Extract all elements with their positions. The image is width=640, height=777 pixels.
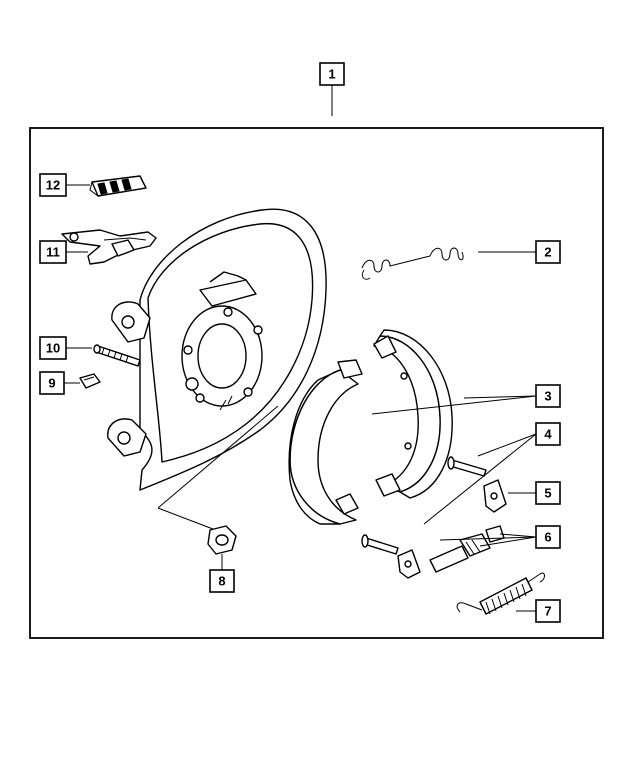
callout-2-label: 2	[544, 245, 551, 260]
part-7-spring	[456, 572, 545, 615]
part-5-clips	[397, 479, 507, 579]
callout-11-label: 11	[46, 245, 60, 260]
part-4-pins	[361, 456, 487, 555]
callout-2[interactable]: 2	[535, 240, 561, 264]
callout-11[interactable]: 11	[39, 240, 67, 264]
part-2-spring	[361, 247, 464, 280]
callout-3-label: 3	[544, 389, 551, 404]
callout-7-label: 7	[544, 604, 551, 619]
callout-5[interactable]: 5	[535, 481, 561, 505]
callout-5-label: 5	[544, 486, 551, 501]
leader-6a	[499, 533, 537, 538]
leader-6c	[439, 536, 537, 541]
callout-9-label: 9	[48, 376, 55, 391]
backing-plate	[107, 208, 327, 491]
leader-4a	[477, 433, 537, 457]
part-6-adjuster	[429, 525, 505, 573]
callout-8[interactable]: 8	[209, 569, 235, 593]
callout-6[interactable]: 6	[535, 525, 561, 549]
assembly-frame	[29, 127, 604, 639]
leader-3b	[463, 395, 537, 399]
leader-6b	[479, 536, 537, 547]
callout-1-label: 1	[328, 67, 335, 82]
callout-12-label: 12	[46, 178, 60, 193]
part-3-shoes	[288, 329, 453, 525]
callout-12[interactable]: 12	[39, 173, 67, 197]
part-11-lever	[61, 229, 157, 265]
part-10-screw	[93, 344, 141, 367]
callout-10-label: 10	[46, 341, 60, 356]
callout-4-label: 4	[544, 427, 552, 442]
callout-1[interactable]: 1	[319, 62, 345, 86]
callout-3[interactable]: 3	[535, 384, 561, 408]
part-12-clips	[89, 175, 147, 197]
part-8-nut	[207, 525, 237, 555]
callout-7[interactable]: 7	[535, 599, 561, 623]
part-9-plug	[79, 373, 101, 389]
callout-10[interactable]: 10	[39, 336, 67, 360]
callout-8-label: 8	[218, 574, 225, 589]
callout-9[interactable]: 9	[39, 371, 65, 395]
callout-6-label: 6	[544, 530, 551, 545]
callout-4[interactable]: 4	[535, 422, 561, 446]
leader-8b	[157, 405, 279, 509]
leader-4b	[423, 433, 537, 525]
leader-3a	[371, 395, 537, 415]
